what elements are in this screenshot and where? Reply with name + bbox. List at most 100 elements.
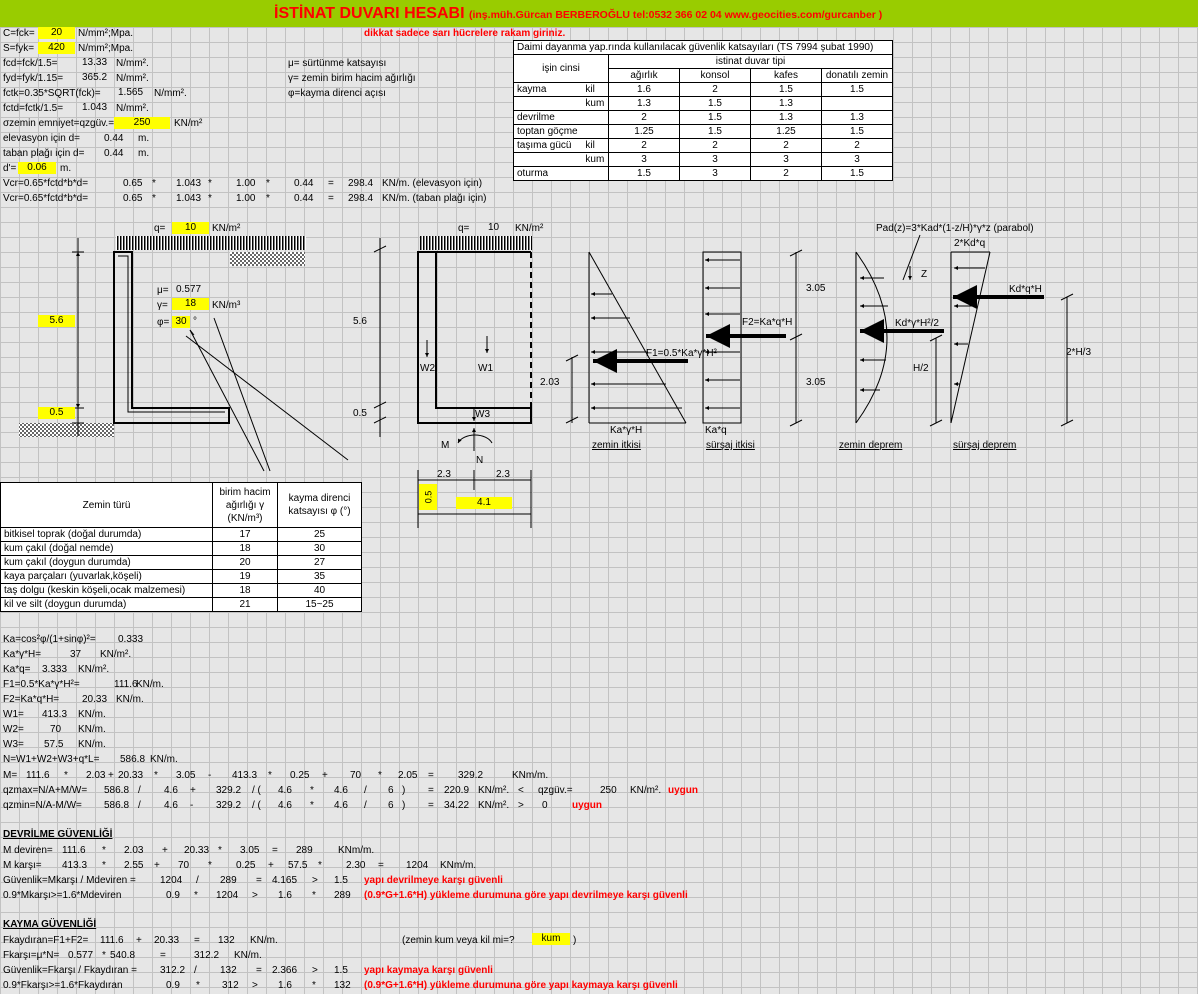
soil-col-type: Zemin türü	[0, 482, 213, 528]
soil-cell: 19	[212, 569, 278, 584]
sliding-fk-term: =	[160, 950, 166, 961]
backfill-surface	[116, 236, 306, 250]
overturn-check-term: 1204	[216, 890, 239, 901]
legend-mu: μ= sürtünme katsayısı	[288, 58, 387, 69]
qzmax-term: /	[364, 785, 367, 796]
overturn-check-term: 0.9	[166, 890, 180, 901]
f2-label: F2=Ka*q*H	[742, 317, 793, 328]
width-input[interactable]: 4.1	[456, 497, 512, 509]
wall-section-2	[373, 236, 532, 528]
calc-value: 20.33	[82, 694, 108, 705]
qzmax-term: 4.6	[334, 785, 348, 796]
gamma-input[interactable]: 18	[172, 298, 209, 310]
soil-cell: 25	[277, 527, 362, 542]
qzmax-term: / (	[252, 785, 261, 796]
overturn-m-label: M deviren=	[3, 845, 53, 856]
moment-term: 3.05	[176, 770, 196, 781]
overturn-check-result: (0.9*G+1.6*H) yükleme durumuna göre yapı…	[364, 890, 688, 901]
overturn-check-term: >	[252, 890, 258, 901]
calc-unit: KN/m.	[136, 679, 164, 690]
l-wall-outline	[113, 251, 230, 424]
vcr-unit: KN/m. (elevasyon için)	[382, 178, 483, 189]
lower-half: 3.05	[806, 377, 826, 388]
fyk-unit: N/mm²;Mpa.	[78, 43, 133, 54]
fyd-value: 365.2	[82, 72, 108, 83]
soil-cell: 30	[277, 541, 362, 556]
overturn-fs-term: 1.5	[334, 875, 348, 886]
vcr-label: Vcr=0.65*fctd*b*d=	[3, 178, 89, 189]
moment-term: 413.3	[232, 770, 258, 781]
moment-unit: KNm/m.	[512, 770, 549, 781]
qzmin-compare: >	[518, 800, 524, 811]
pointer-line	[185, 335, 349, 461]
overturn-fs-term: =	[256, 875, 262, 886]
sliding-fk-label: Fkarşı=μ*N=	[3, 950, 60, 961]
thickness-input[interactable]: 0.5	[38, 407, 75, 419]
moment-term: *	[154, 770, 158, 781]
calc-label: Ka*q=	[3, 664, 31, 675]
overturn-mk-term: *	[102, 860, 106, 871]
qzmax-term: /	[138, 785, 141, 796]
sliding-fs-term: 132	[220, 965, 237, 976]
height-input[interactable]: 5.6	[38, 315, 75, 327]
moment-term: +	[322, 770, 328, 781]
qzmin-term: 6	[388, 800, 394, 811]
qzmax-term: 4.6	[164, 785, 178, 796]
b1-value: 2.3	[437, 469, 451, 480]
soil-kind-input[interactable]: kum	[532, 933, 570, 945]
qzmax-allow-label: qzgüv.=	[538, 785, 573, 796]
calc-label: W2=	[3, 724, 24, 735]
qzmax-term: =	[428, 785, 434, 796]
fctd-label: fctd=fctk/1.5=	[3, 103, 64, 114]
vcr-term: *	[208, 193, 212, 204]
sliding-check-term: *	[312, 980, 316, 991]
soil-kind-question: (zemin kum veya kil mi=?	[402, 935, 515, 946]
phi-input[interactable]: 30	[172, 316, 190, 328]
soil-cell: 15~25	[277, 597, 362, 612]
caption-surcharge-seismic: sürşaj deprem	[953, 440, 1017, 451]
overturn-mk-term: *	[318, 860, 322, 871]
sliding-fs-label: Güvenlik=Fkarşı / Fkaydıran =	[3, 965, 137, 976]
overturn-mk-term: 2.30	[346, 860, 366, 871]
sliding-fk-term: 540.8	[110, 950, 136, 961]
vcr-term: 298.4	[348, 193, 374, 204]
legend-phi: φ=kayma direnci açısı	[288, 88, 386, 99]
vcr-term: 1.00	[236, 193, 256, 204]
q2-unit: KN/m²	[515, 223, 544, 234]
sliding-check-term: 0.9	[166, 980, 180, 991]
soil-cell: 35	[277, 569, 362, 584]
soil-stress-input[interactable]: 250	[114, 117, 170, 129]
safety-row-name: taşıma gücü	[513, 138, 583, 153]
fyk-input[interactable]: 420	[38, 42, 75, 54]
cover-input[interactable]: 0.06	[18, 162, 56, 174]
overturn-check-term: 289	[334, 890, 351, 901]
overturn-m-term: 20.33	[184, 845, 210, 856]
qzmin-term: /	[364, 800, 367, 811]
qzmin-result: uygun	[572, 800, 602, 811]
moment-term: 2.05	[398, 770, 418, 781]
q-label: q=	[154, 223, 166, 234]
base-thickness-input[interactable]: 0.5	[419, 484, 437, 510]
fck-input[interactable]: 20	[38, 27, 75, 39]
vcr-term: 298.4	[348, 178, 374, 189]
qzmax-term: 6	[388, 785, 394, 796]
q-input[interactable]: 10	[172, 222, 209, 234]
safety-cell: 1.5	[821, 166, 893, 181]
fyk-label: S=fyk=	[3, 43, 35, 54]
moment-term: =	[428, 770, 434, 781]
qzmin-term: =	[428, 800, 434, 811]
overturn-m-term: *	[218, 845, 222, 856]
calc-unit: KN/m.	[78, 709, 106, 720]
sliding-check-label: 0.9*Fkarşı>=1.6*Fkaydıran	[3, 980, 123, 991]
kdqh-label: Kd*q*H	[1009, 284, 1042, 295]
calc-label: W1=	[3, 709, 24, 720]
surcharge-pressure-diagram	[702, 249, 803, 427]
moment-term: +	[108, 770, 114, 781]
vcr-term: *	[266, 178, 270, 189]
qzmax-term: +	[190, 785, 196, 796]
qzmin-term: 4.6	[334, 800, 348, 811]
seismic-formula: Pad(z)=3*Kad*(1-z/H)*γ*z (parabol)	[876, 223, 1034, 234]
